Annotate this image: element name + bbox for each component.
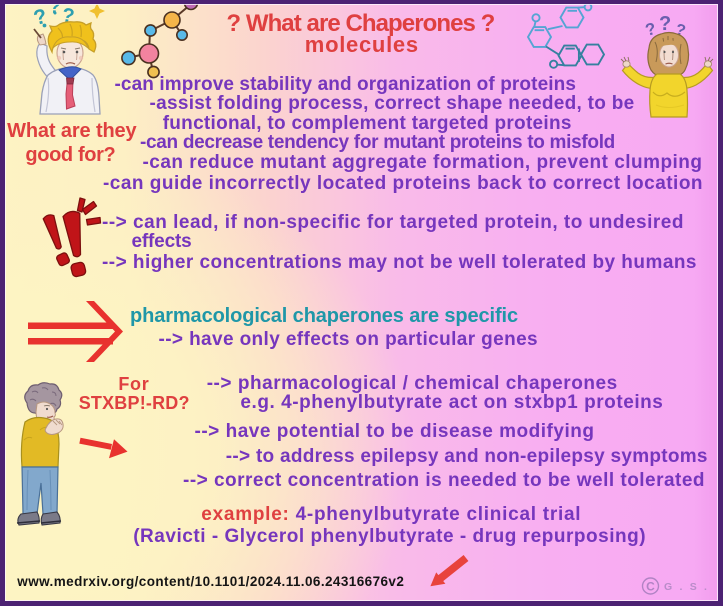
svg-text:C: C — [646, 580, 655, 594]
svg-text:?: ? — [49, 0, 61, 18]
svg-text:?: ? — [643, 19, 658, 40]
svg-text:?: ? — [31, 5, 49, 30]
svg-text:?: ? — [659, 13, 671, 35]
svg-text:G . S .: G . S . — [664, 581, 709, 593]
